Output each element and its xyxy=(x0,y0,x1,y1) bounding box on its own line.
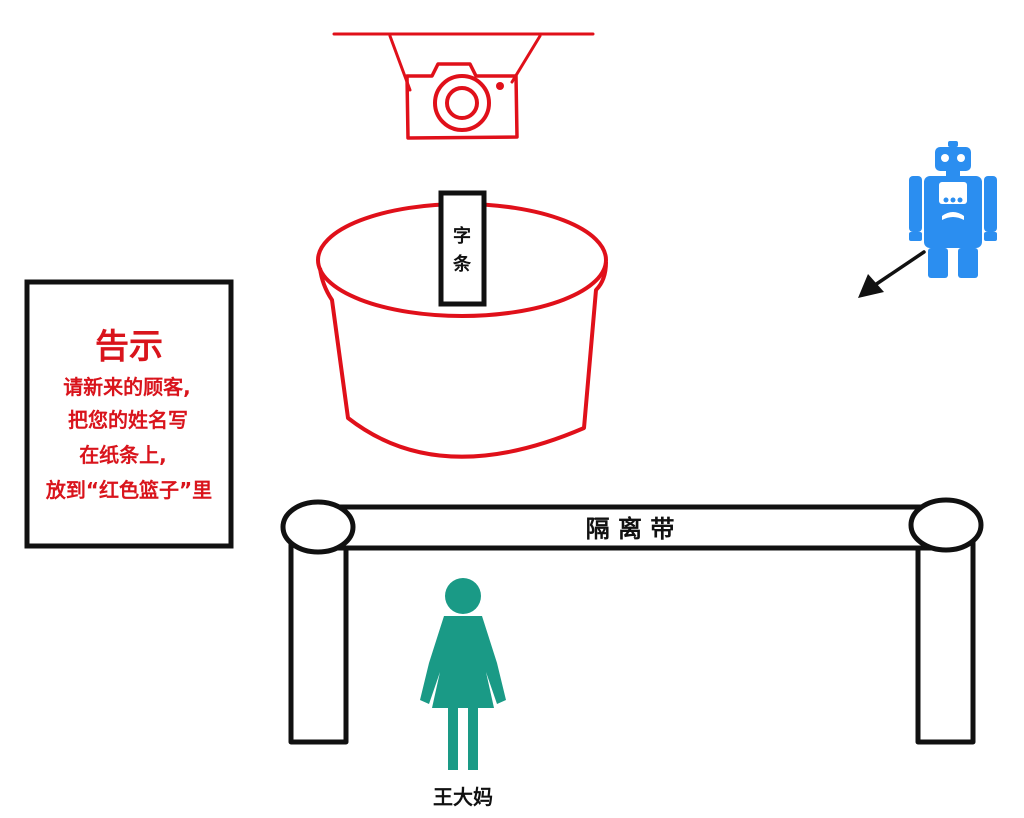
notice-board xyxy=(24,279,234,549)
person-name: 王大妈 xyxy=(433,785,493,809)
notice-line: 请新来的顾客, xyxy=(63,375,191,399)
notice-line: 在纸条上, xyxy=(79,443,167,467)
paper-slip-char-2: 条 xyxy=(452,253,472,275)
paper-slip-char-1: 字 xyxy=(453,225,471,247)
barrier-label: 隔 离 带 xyxy=(586,515,675,543)
paper-slip: 字 条 xyxy=(438,190,487,307)
barrier xyxy=(280,497,984,745)
camera-icon xyxy=(332,32,595,140)
notice-line: 放到“红色篮子”里 xyxy=(45,478,212,502)
notice-line: 把您的姓名写 xyxy=(68,408,188,432)
robot-icon xyxy=(909,141,997,278)
notice-text: 告示 请新来的顾客, 把您的姓名写 在纸条上, 放到“红色篮子”里 xyxy=(45,327,212,502)
woman-icon xyxy=(420,578,506,770)
notice-title: 告示 xyxy=(95,327,163,367)
robot-arrow xyxy=(858,250,926,298)
